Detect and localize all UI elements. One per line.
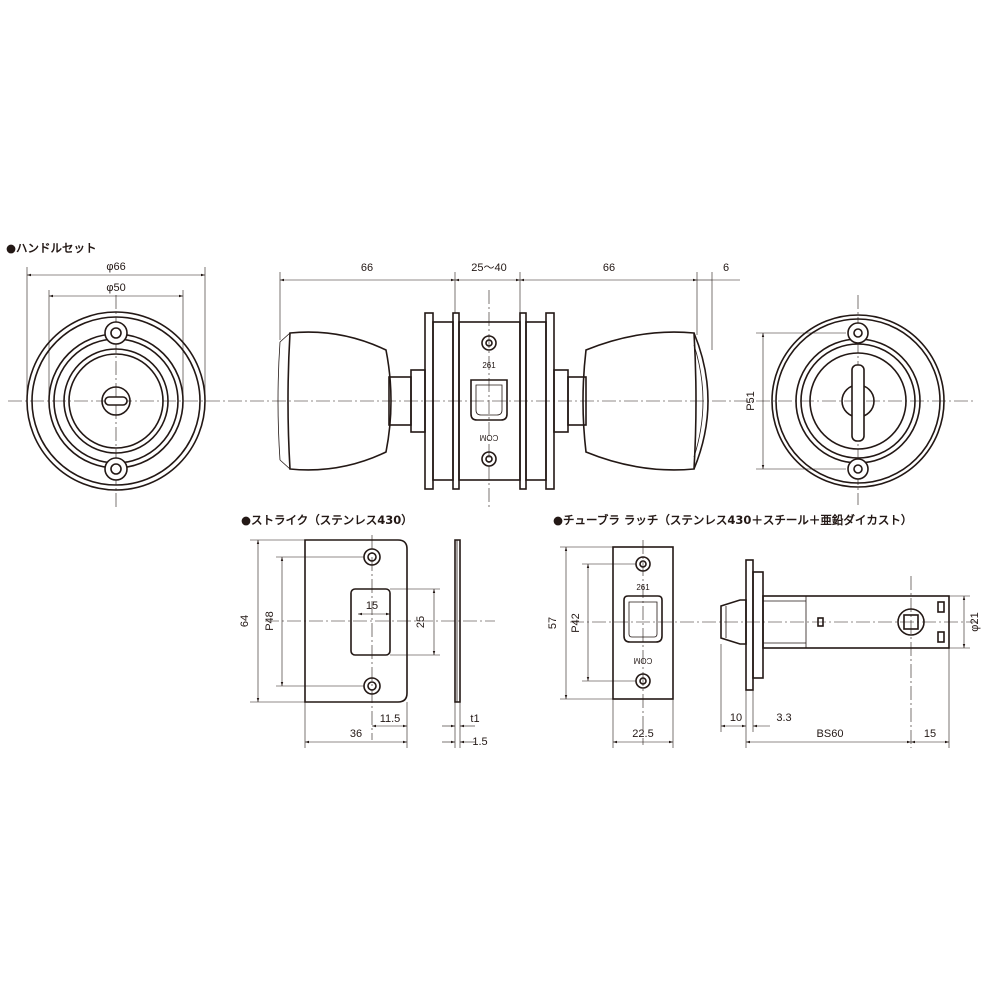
rosette-back-view	[771, 295, 945, 505]
title-handle-set: ●ハンドルセット	[6, 241, 97, 255]
emergency-release-icon	[101, 386, 131, 416]
handle-set: φ66 φ50 261	[8, 261, 975, 510]
latch-section: 261 COM 57 P42 22.5	[547, 540, 981, 748]
latch-bolt	[623, 595, 663, 643]
latch-mark-com: COM	[633, 656, 652, 665]
dim-knob-length-left: 66	[361, 262, 373, 274]
latch-mark-261: 261	[636, 583, 650, 592]
dim-latch-face: 3.3	[776, 712, 791, 724]
strike-opening	[350, 588, 391, 656]
dim-opening-width: 15	[366, 600, 378, 612]
dim-strike-height: 64	[239, 615, 251, 627]
dim-strike-width: 36	[350, 728, 362, 740]
screw-hole-top	[847, 322, 869, 344]
strike-section: 64 P48 15 25 36 11.5 t1 1.5	[239, 535, 495, 748]
dim-inner-diameter: φ50	[106, 282, 125, 294]
handle-side-view: 261 COM	[277, 290, 709, 510]
dim-opening-height: 25	[415, 616, 427, 628]
dim-latch-pitch: P42	[570, 613, 582, 633]
dim-strike-pitch: P48	[264, 611, 276, 631]
dim-pitch-p51: P51	[745, 391, 757, 411]
dim-strike-thickness: t1	[470, 713, 479, 725]
strike-profile	[454, 539, 461, 703]
dim-door-thickness: 25〜40	[471, 262, 506, 274]
screw-hole-top	[104, 321, 128, 345]
latch-tube	[762, 595, 950, 649]
latch-bolt-window	[470, 379, 508, 421]
dim-latch-height: 57	[547, 617, 559, 629]
dim-latch-width: 22.5	[632, 728, 653, 740]
thumbturn-icon	[851, 364, 865, 442]
dim-knob-length-right: 66	[603, 262, 615, 274]
dim-backset: BS60	[817, 728, 844, 740]
strike-plate	[304, 539, 408, 703]
dim-hub-diameter: φ21	[969, 612, 981, 631]
dim-outer-diameter: φ66	[106, 261, 125, 273]
rosette-dimensions: φ66 φ50	[26, 261, 206, 401]
screw-hole-bottom	[847, 458, 869, 480]
title-tubular-latch: ●チューブラ ラッチ（ステンレス430＋スチール＋亜鉛ダイカスト）	[553, 513, 912, 527]
dim-latch-projection: 10	[730, 712, 742, 724]
dim-strike-plate: 1.5	[472, 736, 487, 748]
title-strike: ●ストライク（ステンレス430）	[241, 513, 413, 527]
plate-mark-com: COM	[479, 433, 498, 442]
dim-strike-edge: 11.5	[380, 713, 401, 725]
rosette-front-view	[26, 295, 206, 510]
side-view-dimensions: 66 25〜40 66 6	[279, 262, 740, 350]
dim-hub-offset: 15	[924, 728, 936, 740]
latch-faceplate-side	[745, 559, 754, 691]
back-view-dimensions: P51	[745, 332, 846, 470]
screw-hole-bottom	[104, 457, 128, 481]
left-knob	[287, 331, 392, 471]
dim-offset: 6	[723, 262, 729, 274]
